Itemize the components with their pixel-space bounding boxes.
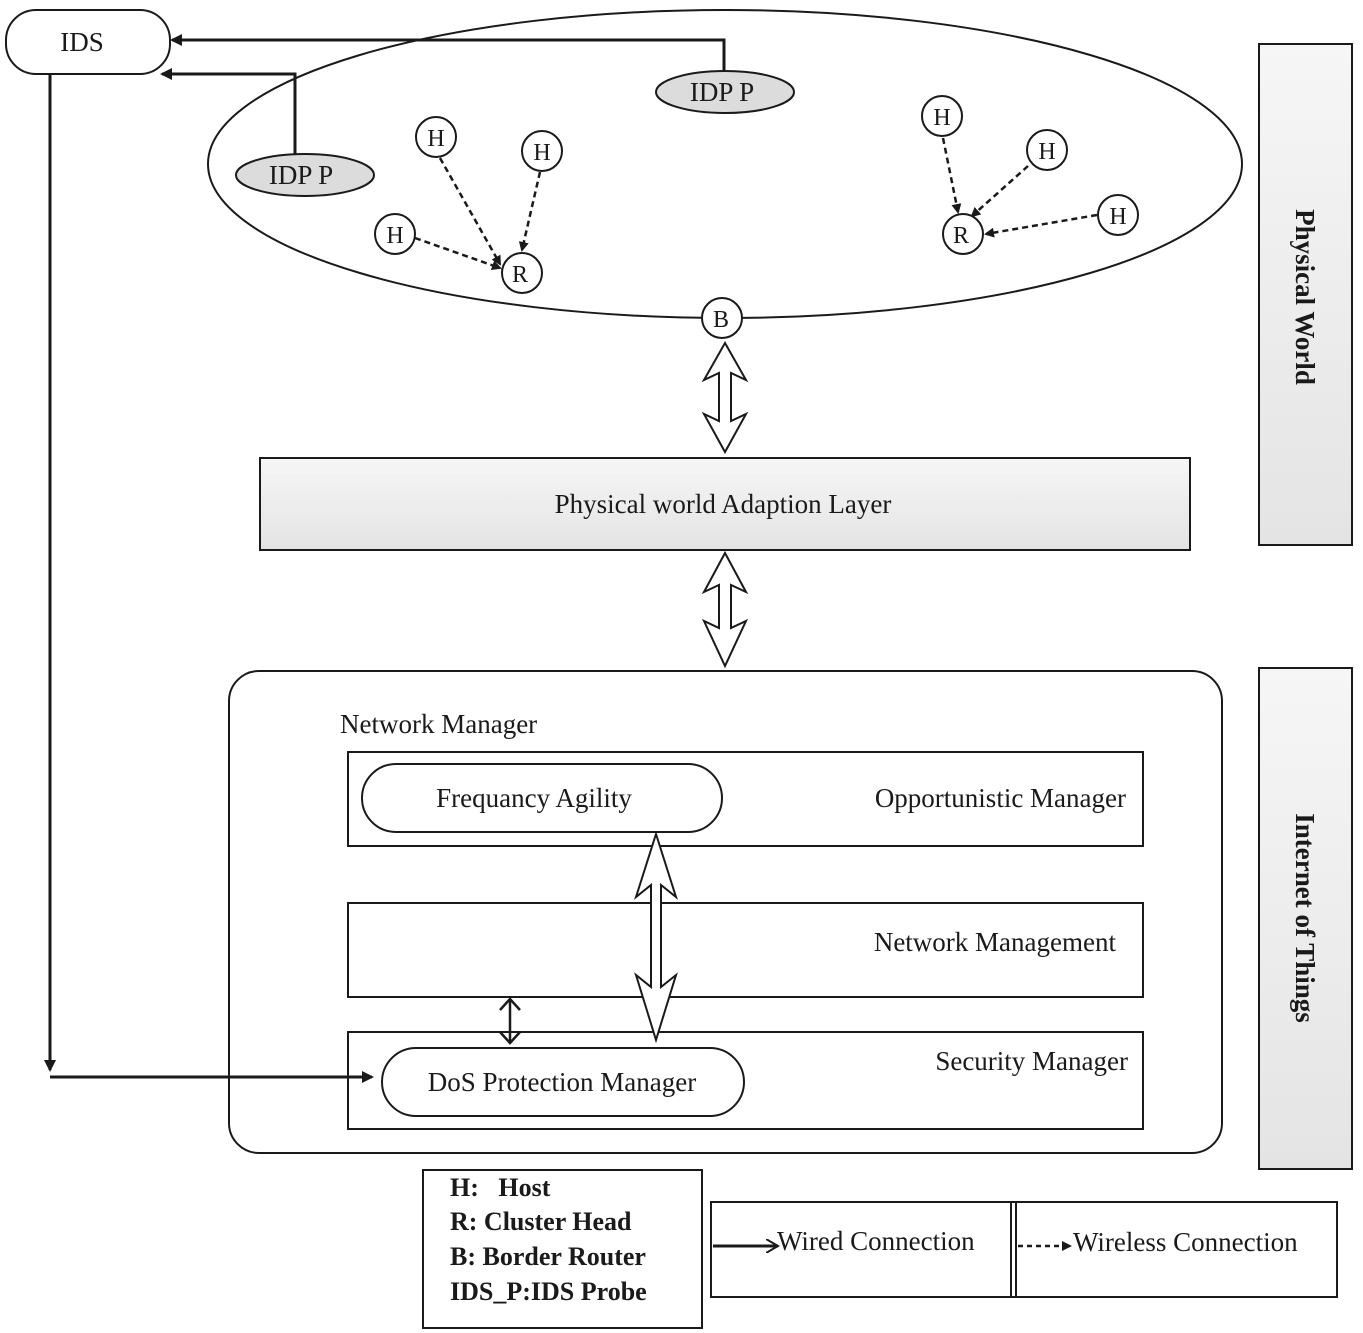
cluster-head-node: R — [942, 213, 984, 255]
host-node: H — [1026, 129, 1068, 171]
host-node: H — [1097, 194, 1139, 236]
dos-protection-label: DoS Protection Manager — [428, 1067, 696, 1097]
adaption-layer-box: Physical world Adaption Layer — [259, 457, 1191, 551]
network-manager-title: Network Manager — [340, 709, 537, 739]
iot-label: Internet of Things — [1290, 813, 1320, 1023]
legend-item: IDS_P:IDS Probe — [450, 1277, 647, 1306]
svg-text:R: R — [512, 262, 528, 288]
small-double-arrow — [499, 997, 521, 1045]
security-manager-label: Security Manager — [935, 1046, 1128, 1076]
svg-text:R: R — [953, 223, 969, 249]
iot-bar: Internet of Things — [1258, 667, 1353, 1170]
legend-connections: Wired Connection Wireless Connection — [710, 1201, 1338, 1298]
ids-label: IDS — [60, 27, 104, 57]
adaption-layer-label: Physical world Adaption Layer — [555, 489, 892, 519]
svg-text:H: H — [386, 223, 403, 249]
svg-text:H: H — [1038, 139, 1055, 165]
wireless-link — [414, 236, 502, 271]
wireless-label: Wireless Connection — [1073, 1227, 1298, 1257]
wireless-link — [438, 157, 502, 266]
physical-world-bar: Physical World — [1258, 43, 1353, 546]
svg-text:H: H — [933, 105, 950, 131]
idp-probe-2: IDP P — [235, 153, 375, 197]
border-router-node: B — [701, 297, 743, 339]
frequency-agility-label: Frequancy Agility — [436, 783, 632, 813]
ids-box: IDS — [5, 9, 171, 75]
wireless-link — [518, 171, 542, 252]
svg-text:H: H — [533, 140, 550, 166]
double-arrow-border-adaption — [701, 340, 749, 455]
wired-label: Wired Connection — [777, 1226, 975, 1256]
svg-text:H: H — [1109, 204, 1126, 230]
opportunistic-manager-label: Opportunistic Manager — [875, 783, 1126, 813]
legend-item: B: Border Router — [450, 1242, 646, 1271]
legend-node-key: H: Host R: Cluster Head B: Border Router… — [422, 1169, 703, 1329]
host-node: H — [415, 116, 457, 158]
legend-item: R: Cluster Head — [450, 1207, 632, 1236]
physical-world-label: Physical World — [1290, 209, 1320, 385]
network-management-box — [347, 902, 1144, 998]
svg-text:B: B — [713, 307, 729, 333]
probe2-to-ids-line — [160, 68, 297, 155]
cluster-head-node: R — [501, 252, 543, 294]
dos-protection-box — [381, 1047, 745, 1117]
host-node: H — [921, 95, 963, 137]
idp-probe-1: IDP P — [655, 70, 795, 114]
legend-item: H: Host — [450, 1173, 551, 1202]
host-node: H — [521, 130, 563, 172]
frequency-agility-box — [361, 763, 723, 833]
network-management-label: Network Management — [874, 927, 1117, 957]
double-arrow-freq-dos — [634, 830, 678, 1044]
probe1-to-ids-line — [170, 34, 726, 72]
wireless-link — [970, 165, 1029, 218]
svg-text:H: H — [427, 126, 444, 152]
host-node: H — [374, 213, 416, 255]
wireless-link — [984, 213, 1098, 238]
double-arrow-adaption-iot — [701, 550, 749, 669]
probe-label: IDP P — [269, 160, 333, 190]
probe-label: IDP P — [690, 77, 754, 107]
wireless-link — [941, 137, 962, 214]
